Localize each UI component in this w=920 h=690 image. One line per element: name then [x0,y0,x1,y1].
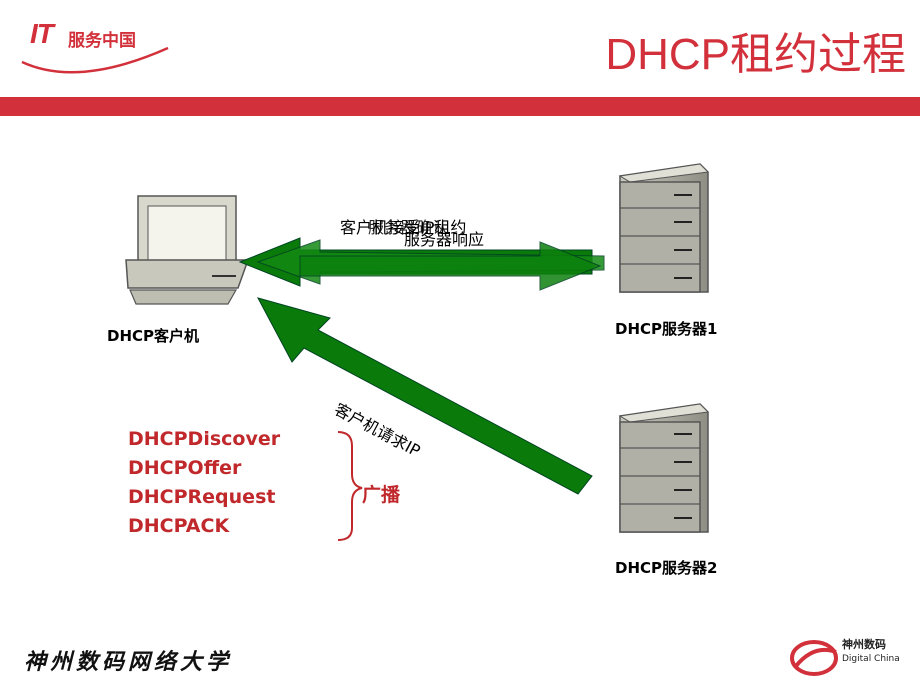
server1-label: DHCP服务器1 [615,320,718,338]
logo-swoosh-icon [21,46,169,74]
arrow-label-response: 服务器响应 [404,230,485,249]
broadcast-label: 广播 [362,484,401,506]
diagonal-arrow [257,297,593,495]
header-red-band [0,97,920,116]
arrow-label-accept: 客户机接受IP租约 [340,218,467,237]
server1-icon [618,163,710,293]
client-computer-icon [125,195,250,305]
it-logo: IT 服务中国 [18,18,178,88]
footer-brand-cn: 神州数码 [842,638,886,651]
message-request: DHCPRequest [128,486,276,508]
slide-title: DHCP租约过程 [605,30,906,79]
footer-brand-en: Digital China [842,654,900,664]
message-offer: DHCPOffer [128,457,242,479]
footer-university-name: 神州数码网络大学 [24,649,233,675]
top-arrow-group [238,237,605,291]
digital-china-logo-icon [790,640,838,676]
message-ack: DHCPACK [128,515,230,537]
header-bar [0,0,920,97]
server2-label: DHCP服务器2 [615,559,718,577]
client-label: DHCP客户机 [107,327,200,345]
logo-it-text: IT [30,18,54,49]
message-discover: DHCPDiscover [128,428,281,450]
footer-brand: 神州数码 Digital China [842,638,900,666]
logo-service-text: 服务中国 [68,31,136,51]
arrow-label-confirm: 服务器确认 [368,218,449,237]
broadcast-brace [337,431,363,541]
server2-icon [618,403,710,533]
